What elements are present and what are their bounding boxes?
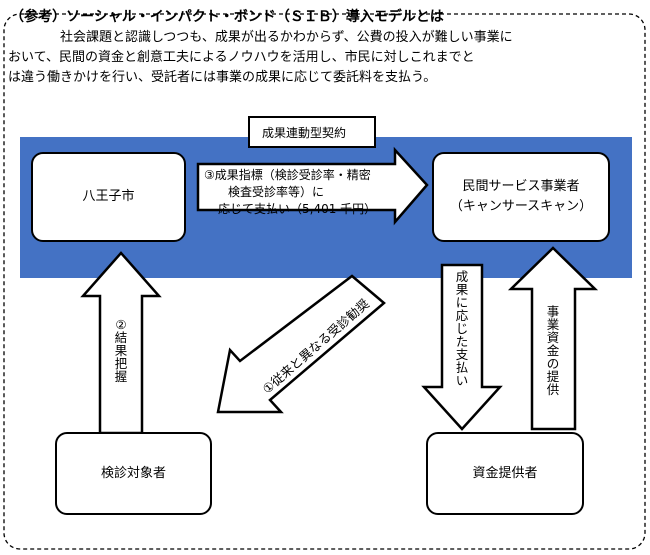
intro-line-2: おいて、民間の資金と創意工夫によるノウハウを活用し、市民に対しこれまでと xyxy=(8,50,475,65)
funding-char: 事 xyxy=(546,304,560,319)
outcome-char: い xyxy=(455,373,469,388)
funding-char: の xyxy=(546,356,560,371)
funding-arrow-label: 事 業 資 金 の 提 供 xyxy=(546,305,560,396)
intro-line-1: 社会課題と認識しつつも、成果が出るかわからず、公費の投入が難しい事業に xyxy=(60,30,513,45)
provider-label-1: 民間サービス事業者 xyxy=(462,179,580,194)
payment-arrow-label: ③成果指標（検診受診率・精密 検査受診率等）に 応じて支払い（5,401 千円） xyxy=(204,167,376,218)
outcome-char: に xyxy=(455,295,469,310)
funder-node: 資金提供者 xyxy=(426,432,584,515)
result-char: ② xyxy=(115,317,127,332)
outcome-char: 成 xyxy=(455,269,469,284)
result-char: 結 xyxy=(114,330,128,345)
target-node: 検診対象者 xyxy=(55,432,212,515)
page-title: （参考）ソーシャル・インパクト・ボンド（ＳＩＢ）導入モデルとは xyxy=(10,9,444,25)
result-arrow-label: ② 結 果 把 握 xyxy=(114,318,128,383)
funder-label: 資金提供者 xyxy=(472,465,538,481)
outcome-char: 支 xyxy=(455,347,469,362)
payment-arrow xyxy=(196,146,429,226)
payment-label-3: 応じて支払い（5,401 千円） xyxy=(218,202,377,216)
outcome-char: た xyxy=(455,334,469,349)
city-node: 八王子市 xyxy=(31,152,186,242)
contract-label: 成果連動型契約 xyxy=(262,126,347,140)
result-char: 握 xyxy=(114,369,128,384)
funding-arrow xyxy=(507,246,599,431)
result-arrow xyxy=(80,251,162,435)
provider-node: 民間サービス事業者 （キャンサースキャン） xyxy=(432,152,610,242)
intro-line-3: は違う働きかけを行い、受託者には事業の成果に応じて委託料を支払う。 xyxy=(8,70,437,85)
outcome-char: 果 xyxy=(455,282,469,297)
funding-char: 資 xyxy=(546,330,560,345)
target-label: 検診対象者 xyxy=(100,465,166,481)
outcome-char: じ xyxy=(455,321,469,336)
funding-char: 業 xyxy=(546,317,560,332)
provider-label-2: （キャンサースキャン） xyxy=(449,199,593,214)
outcome-char: 応 xyxy=(455,308,469,323)
result-char: 把 xyxy=(114,356,128,371)
city-label: 八王子市 xyxy=(82,189,135,204)
outreach-arrow xyxy=(216,274,386,414)
result-char: 果 xyxy=(114,343,128,358)
payment-label-1: ③成果指標（検診受診率・精密 xyxy=(204,168,371,182)
funding-char: 供 xyxy=(546,382,560,397)
funding-char: 金 xyxy=(546,343,560,358)
outcome-payment-arrow xyxy=(421,263,503,431)
intro-text: 社会課題と認識しつつも、成果が出るかわからず、公費の投入が難しい事業に おいて、… xyxy=(8,28,638,88)
contract-label-box xyxy=(248,116,376,148)
outcome-char: 払 xyxy=(455,360,469,375)
funding-char: 提 xyxy=(546,369,560,384)
dashed-frame xyxy=(3,13,646,550)
outcome-payment-label: 成 果 に 応 じ た 支 払 い xyxy=(455,270,469,387)
payment-label-2: 検査受診率等）に xyxy=(228,185,325,199)
